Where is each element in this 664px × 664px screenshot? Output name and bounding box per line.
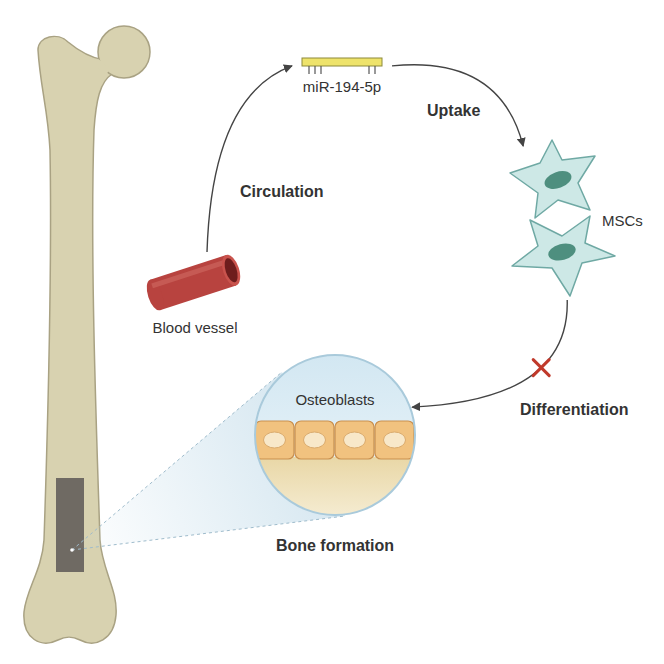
- connector-arrow: [412, 300, 567, 407]
- msc-cells: MSCs: [488, 138, 664, 300]
- caption-label: Bone formation: [274, 536, 396, 556]
- blood-vessel: Blood vessel: [135, 252, 255, 337]
- femur-neck: [96, 62, 108, 72]
- osteoblast-zoom-circle: Osteoblasts: [253, 353, 417, 517]
- node-label: MSCs: [602, 212, 664, 230]
- osteoblast-zoom-circle-art: [253, 353, 417, 517]
- zoom-point: [70, 548, 74, 552]
- connector-arrow: [392, 65, 523, 146]
- blocked-mark: [533, 360, 549, 376]
- node-label: Blood vessel: [152, 319, 237, 337]
- edge-label: Uptake: [425, 101, 482, 121]
- bone-section: [56, 478, 84, 572]
- mirna-strand: miR-194-5p: [292, 38, 392, 100]
- node-label: miR-194-5p: [303, 78, 381, 96]
- edge-label: Differentiation: [518, 400, 630, 420]
- edge-label: Circulation: [238, 182, 326, 202]
- node-label: Osteoblasts: [295, 391, 374, 409]
- zoom-line: [72, 372, 282, 550]
- femur-shaft: [24, 36, 116, 643]
- connector-arrow: [207, 66, 292, 252]
